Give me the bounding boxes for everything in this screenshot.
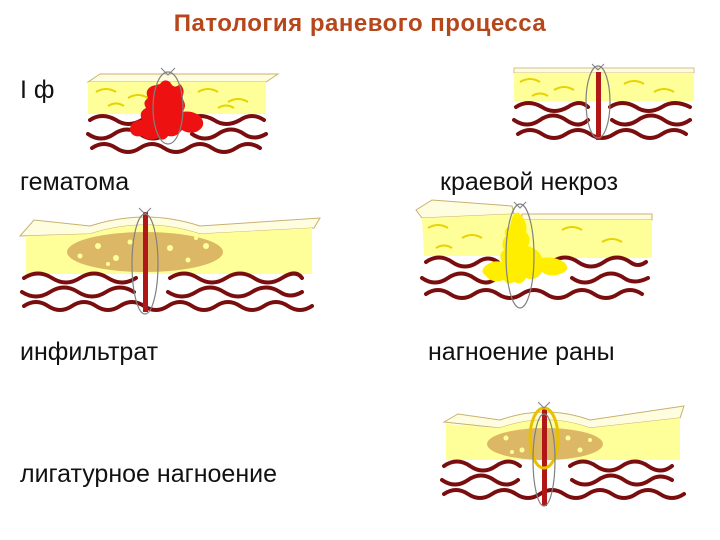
label-infiltrate: инфильтрат bbox=[20, 338, 159, 366]
edge-necrosis-wound-diagram bbox=[512, 63, 695, 140]
pus-mass bbox=[482, 212, 568, 284]
label-ligature-suppuration: лигатурное нагноение bbox=[20, 460, 278, 488]
suppuration-wound-diagram bbox=[415, 199, 653, 309]
ligature-suppuration-wound-diagram bbox=[440, 401, 686, 507]
label-phase-1: I ф bbox=[20, 76, 55, 104]
label-hematoma: гематома bbox=[20, 168, 130, 196]
hematoma-wound-diagram bbox=[86, 67, 280, 154]
hematoma-blood-mass bbox=[130, 80, 204, 140]
label-suppuration: нагноение раны bbox=[428, 338, 615, 366]
page-title: Патология раневого процесса bbox=[173, 10, 547, 37]
infiltrate-wound-diagram bbox=[18, 207, 321, 315]
label-edge-necrosis: краевой некроз bbox=[440, 168, 619, 196]
